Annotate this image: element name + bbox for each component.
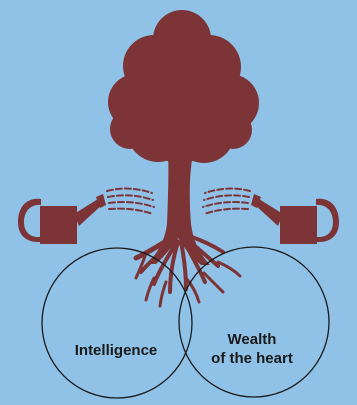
intelligence-label: Intelligence <box>54 341 178 361</box>
wealth-label-line-1: Wealth <box>198 330 306 350</box>
wealth-label-line-2: of the heart <box>198 349 306 369</box>
